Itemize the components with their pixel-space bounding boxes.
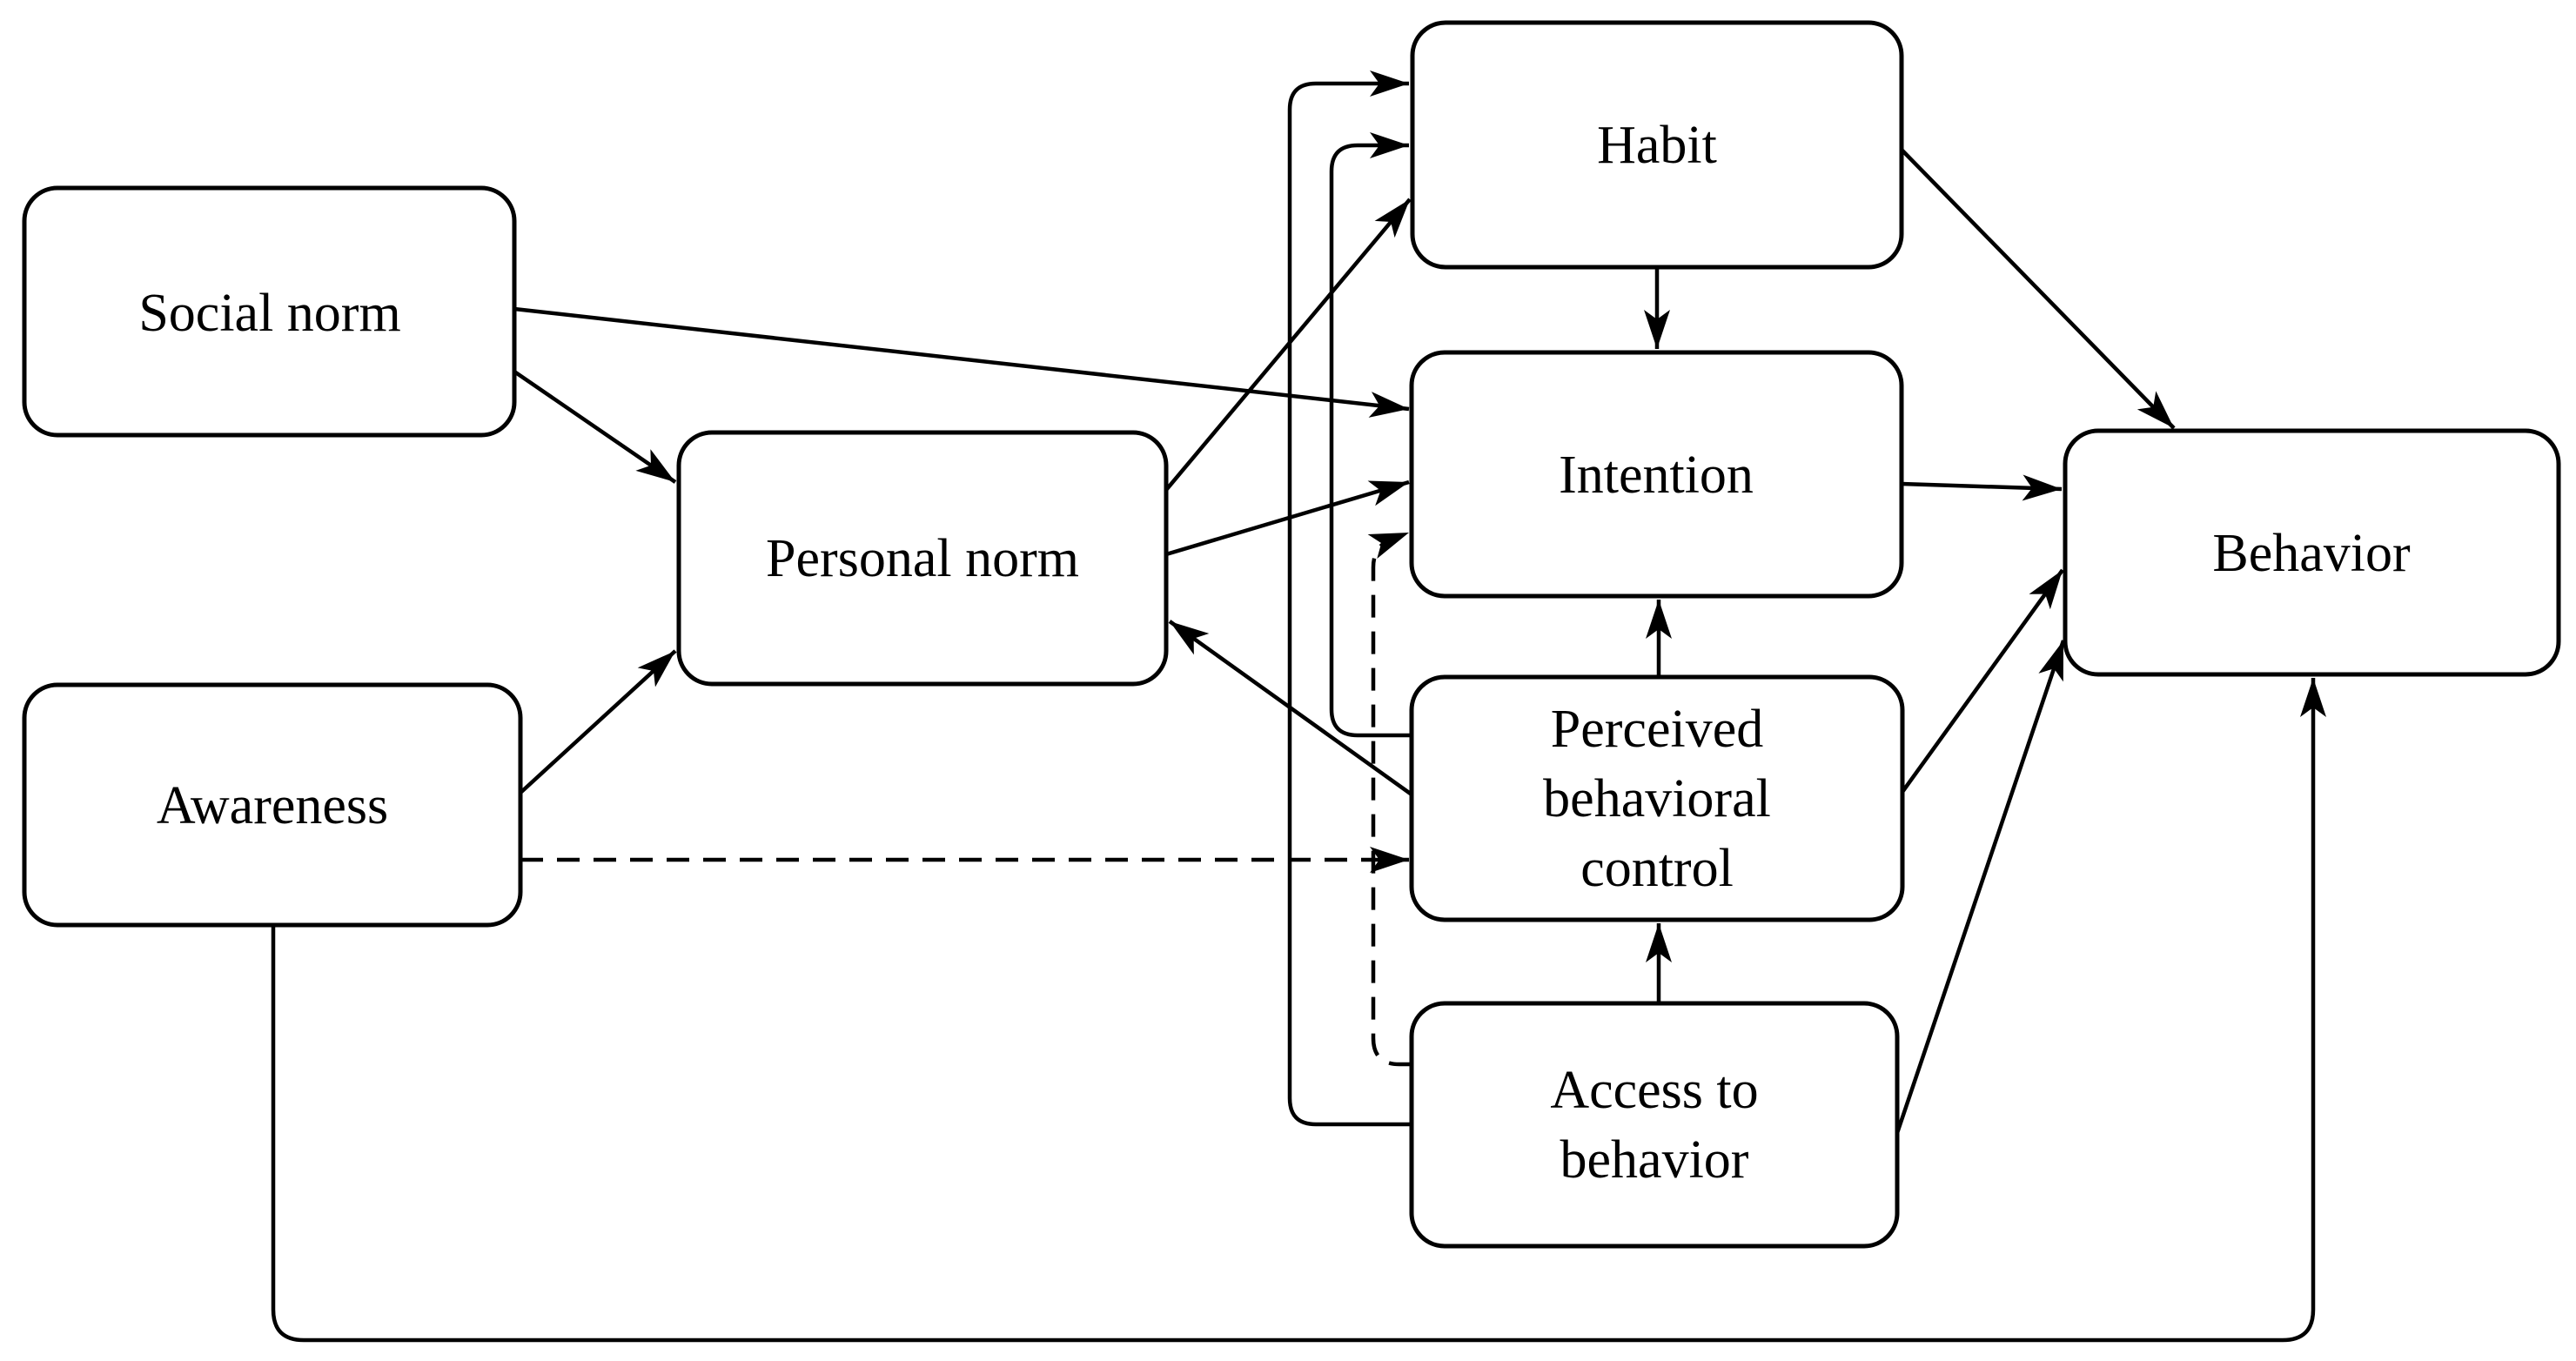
edge-social-norm-to-personal-norm — [513, 370, 677, 484]
access-to-behavior-label-line2: behavior — [1560, 1130, 1749, 1190]
perceived-behavioral-control-label-line2: behavioral — [1543, 769, 1771, 828]
edge-personal-norm-to-intention — [1165, 479, 1410, 557]
edges — [271, 70, 2326, 1343]
edge-access-to-behavior-to-behavior — [1895, 640, 2066, 1134]
perceived-behavioral-control-label-line1: Perceived — [1551, 700, 1763, 759]
edge-access-to-behavior-to-intention — [1367, 530, 1412, 1067]
node-intention: Intention — [1409, 350, 1904, 599]
behavior-label: Behavior — [2212, 524, 2411, 583]
node-access-to-behavior: Access to behavior — [1409, 1001, 1900, 1249]
node-behavior: Behavior — [2063, 428, 2561, 677]
awareness-label: Awareness — [157, 776, 388, 835]
social-norm-label: Social norm — [138, 284, 400, 343]
edge-habit-to-behavior — [1900, 148, 2176, 430]
edge-perceived-behavioral-control-to-habit — [1329, 132, 1412, 738]
behavior-box — [2063, 428, 2561, 677]
edge-intention-to-behavior — [1901, 474, 2063, 501]
edge-social-norm-to-intention — [513, 306, 1410, 418]
personal-norm-label: Personal norm — [766, 529, 1079, 588]
perceived-behavioral-control-label-line3: control — [1580, 839, 1734, 898]
edge-awareness-to-behavior — [271, 678, 2326, 1343]
node-social-norm: Social norm — [22, 185, 517, 438]
access-to-behavior-box — [1409, 1001, 1900, 1249]
awareness-box — [22, 682, 523, 928]
perceived-behavioral-control-box — [1409, 674, 1905, 922]
node-perceived-behavioral-control: Perceived behavioral control — [1409, 674, 1905, 922]
node-personal-norm: Personal norm — [676, 430, 1169, 687]
habit-box — [1410, 20, 1904, 270]
social-norm-box — [22, 185, 517, 438]
edge-awareness-to-personal-norm — [519, 649, 677, 794]
edge-access-to-behavior-to-habit — [1287, 70, 1412, 1127]
habit-label: Habit — [1597, 116, 1717, 175]
access-to-behavior-label-line1: Access to — [1550, 1061, 1758, 1120]
intention-label: Intention — [1559, 446, 1754, 505]
node-habit: Habit — [1410, 20, 1904, 270]
personal-norm-box — [676, 430, 1169, 687]
edge-perceived-behavioral-control-to-behavior — [1901, 568, 2064, 794]
intention-box — [1409, 350, 1904, 599]
node-awareness: Awareness — [22, 682, 523, 928]
